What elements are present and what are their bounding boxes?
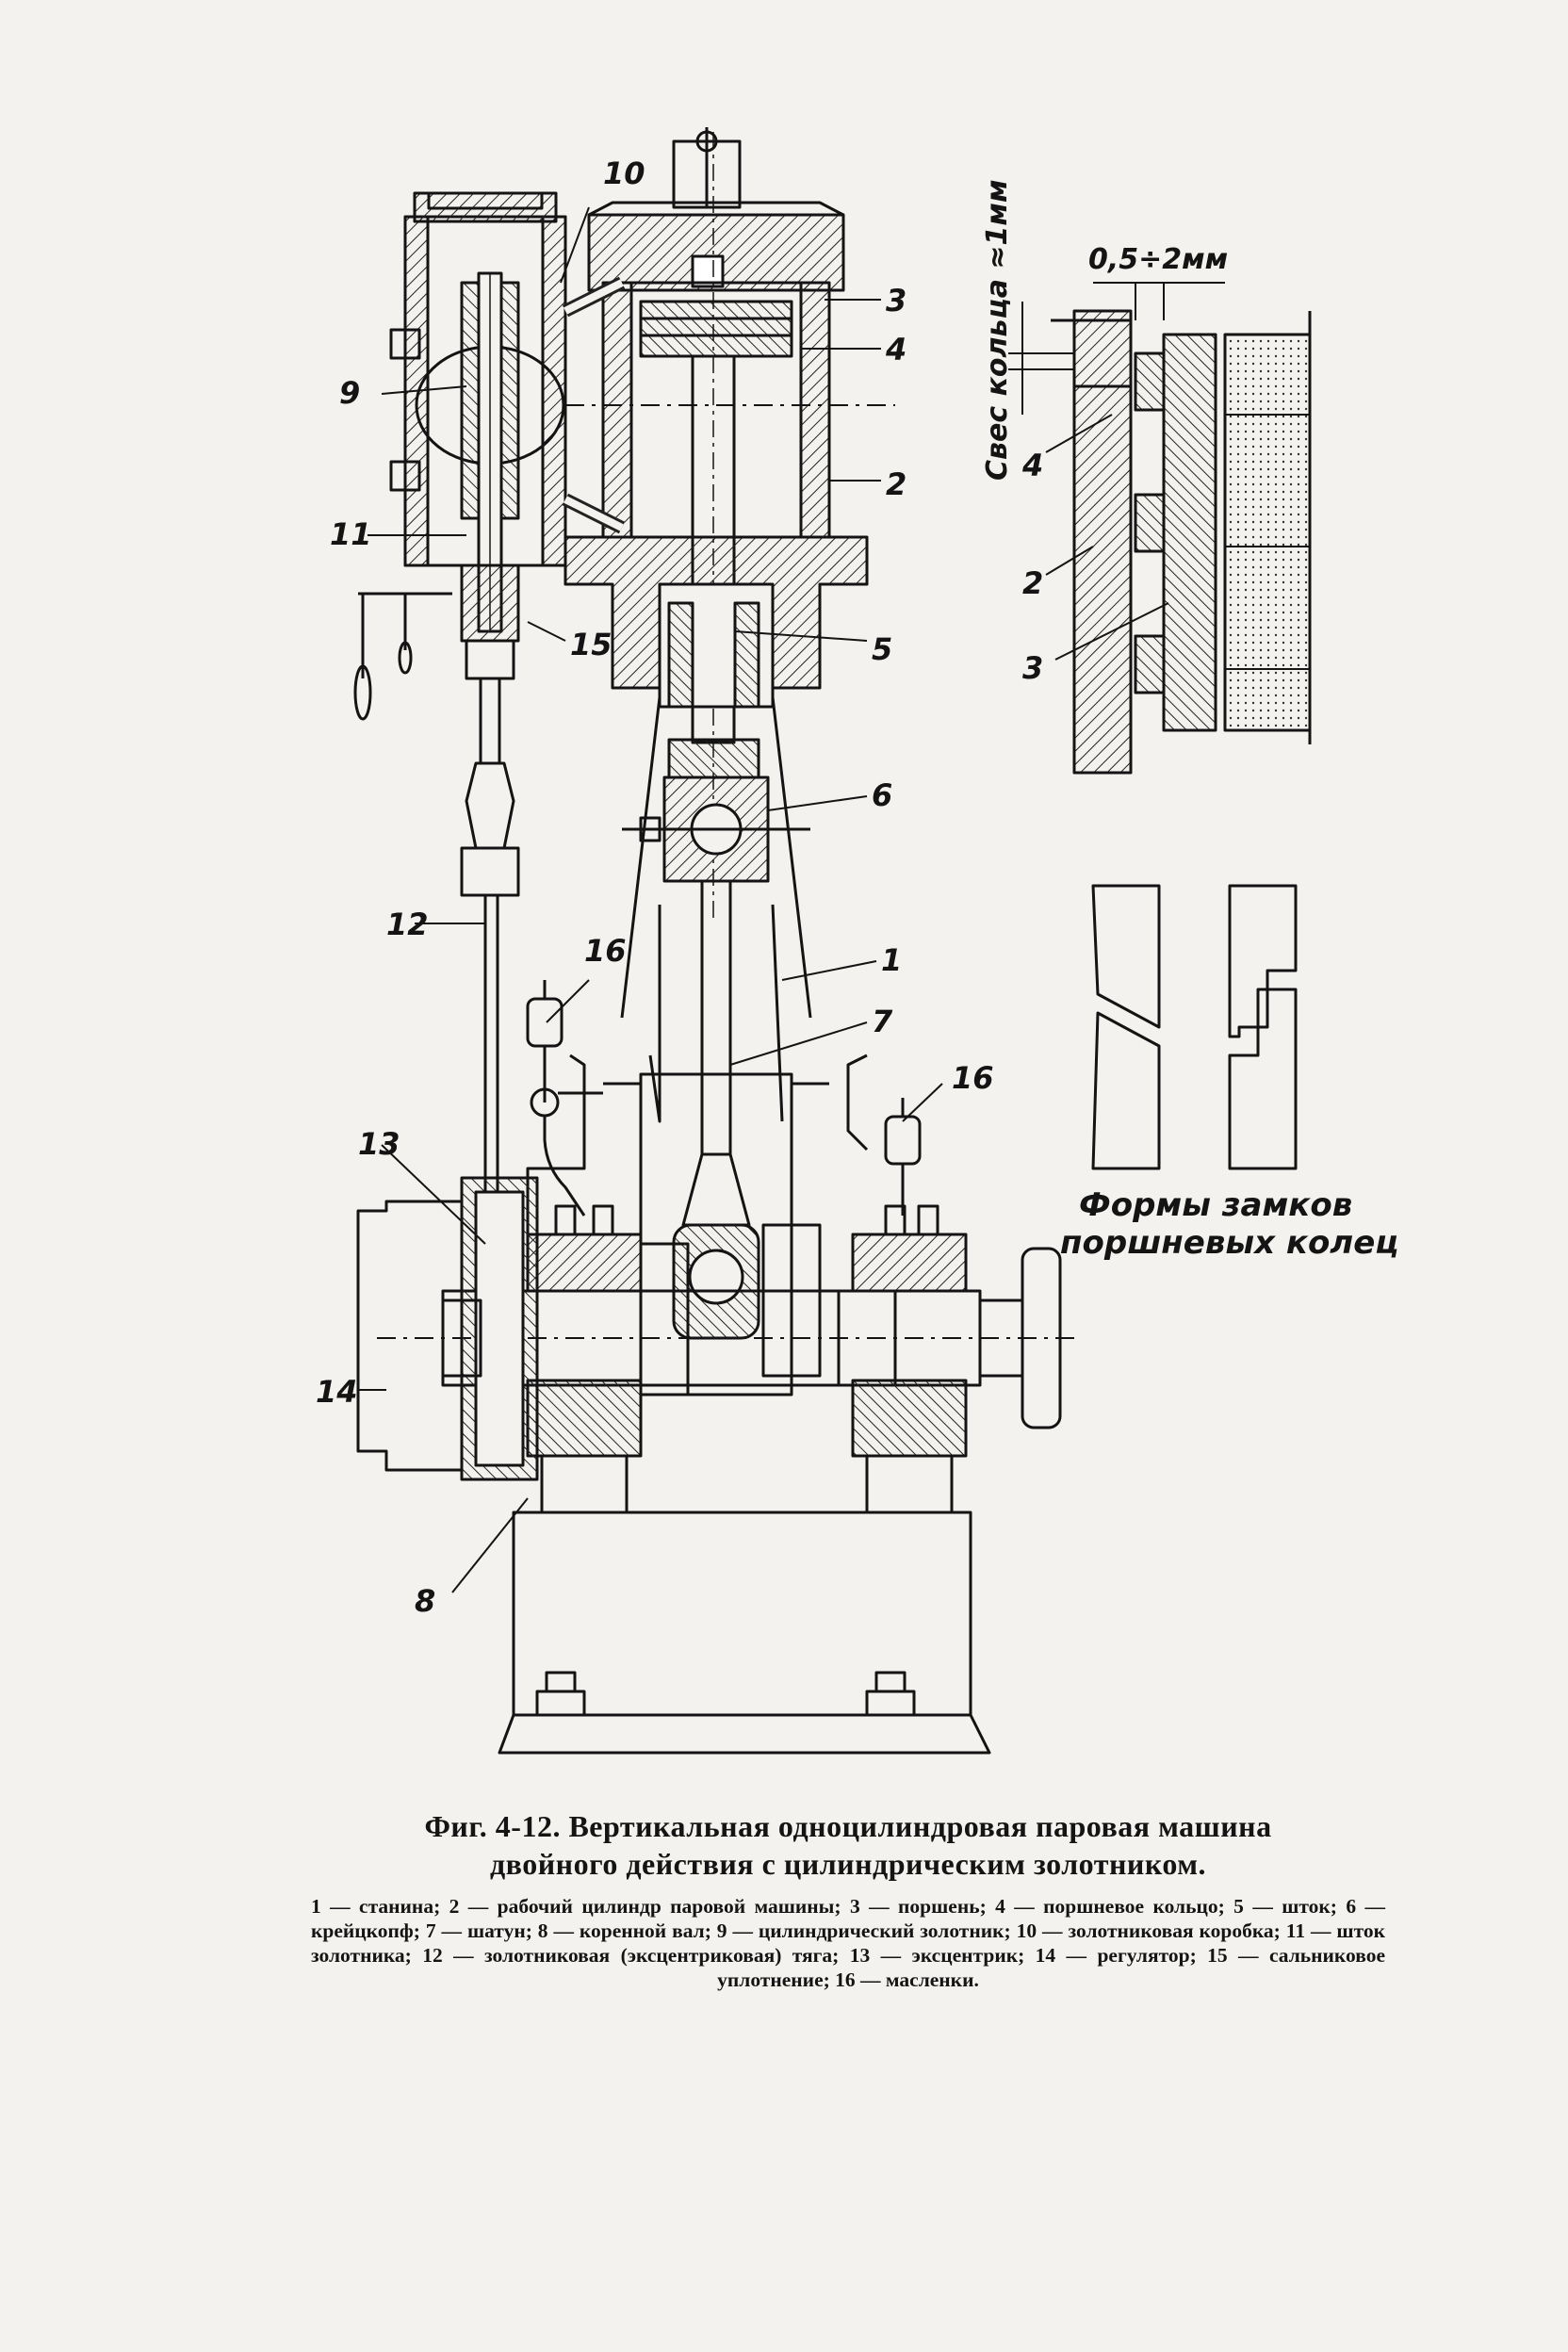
detail-label-4: 4 [1021,448,1043,483]
label-4: 4 [885,332,906,368]
piston [639,300,793,358]
base [498,1511,991,1755]
figure-legend: 1 — станина; 2 — рабочий цилиндр паровой… [311,1895,1385,1991]
leader-lines [358,206,943,1593]
label-16-right: 16 [952,1060,994,1096]
valve-rod [353,564,520,1216]
label-8: 8 [415,1583,435,1619]
pulley [978,1247,1062,1429]
label-1: 1 [881,942,902,978]
oiler-right [884,1098,922,1216]
label-15: 15 [570,627,612,662]
main-bearing-left [526,1204,643,1514]
label-12: 12 [386,906,429,942]
label-3: 3 [886,283,906,318]
detail-label-2: 2 [1022,565,1043,601]
frame [526,696,869,1396]
gap-label: 0,5÷2мм [1088,243,1228,276]
part-labels: 10 3 4 2 5 6 1 7 9 11 15 12 13 14 8 16 1… [316,155,994,1619]
main-bearing-right [851,1204,968,1514]
detail-label-3: 3 [1022,650,1043,686]
label-7: 7 [872,1004,893,1039]
governor [356,1200,464,1472]
cylinder-cover [587,127,845,292]
lock-forms-title-2: поршневых колец [1060,1224,1398,1262]
label-14: 14 [316,1374,358,1410]
label-6: 6 [872,777,892,813]
lock-forms-title-1: Формы замков [1079,1186,1352,1224]
caption-line-1: Фиг. 4-12. Вертикальная одноцилиндровая … [424,1809,1272,1843]
lock-forms [1091,884,1298,1170]
label-9: 9 [339,375,360,411]
lower-cylinder-cover [564,535,869,709]
detail-labels: Свес кольца ≈1мм 0,5÷2мм 4 2 3 Формы зам… [981,180,1398,1262]
label-11: 11 [330,516,372,552]
valve-chest [403,191,626,567]
label-13: 13 [358,1126,400,1162]
ring-detail [1008,282,1312,775]
crosshead [622,738,810,883]
oiler-left [526,980,603,1217]
figure-caption: Фиг. 4-12. Вертикальная одноцилиндровая … [358,1807,1338,1883]
eccentric [441,1176,539,1481]
ring-overhang-label: Свес кольца ≈1мм [981,180,1014,481]
caption-line-2: двойного действия с цилиндрическим золот… [489,1847,1207,1881]
label-2: 2 [886,466,906,502]
label-16-left: 16 [584,933,627,969]
label-10: 10 [603,155,645,191]
label-5: 5 [872,631,892,667]
